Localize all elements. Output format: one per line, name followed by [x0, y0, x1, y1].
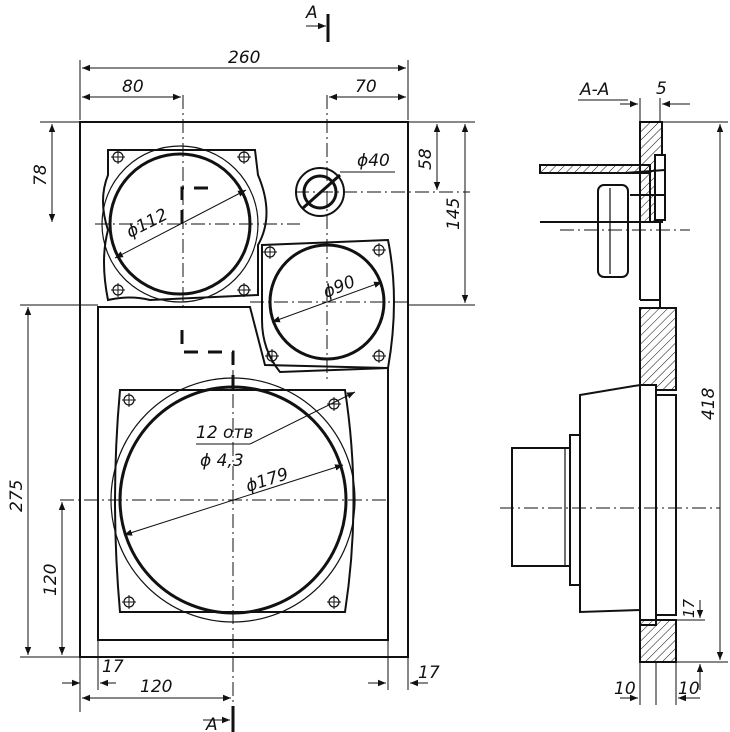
section-view: A-A 5	[500, 79, 728, 705]
holes-count: 12 отв	[196, 423, 253, 443]
dim-width: 260	[228, 48, 260, 68]
dim-woofer-height: 120	[41, 564, 61, 596]
port-tube-wall	[539, 164, 651, 174]
dim-top-hole-depth: 78	[31, 164, 51, 186]
dim-left-thickness: 10	[614, 679, 636, 699]
dim-small-hole-depth: 58	[416, 148, 436, 170]
dim-right-offset: 70	[355, 77, 377, 97]
mid-mount-plate	[102, 149, 268, 302]
woofer-mount-inner	[114, 389, 355, 613]
front-panel-outline	[79, 121, 409, 658]
section-title: A-A	[579, 80, 609, 100]
woofer-basket	[579, 383, 641, 614]
section-mark-bottom-label: A	[205, 715, 218, 732]
dim-left-offset: 80	[122, 77, 144, 97]
panel-bottom	[639, 619, 677, 663]
mid-driver-body	[597, 184, 629, 278]
section-mark-top: A	[305, 3, 330, 42]
section-path-upper	[180, 186, 208, 232]
section-mark-top-label: A	[305, 3, 318, 23]
section-mark-bottom: A	[203, 706, 235, 732]
mounting-holes	[111, 150, 386, 609]
dim-bottom-offset: 17	[680, 598, 698, 618]
small-mount-plate	[261, 238, 395, 374]
dia-woofer: ϕ179	[243, 464, 291, 497]
dim-margin-right: 17	[418, 663, 440, 683]
dim-total-height: 418	[699, 387, 719, 420]
dim-woofer-offset: 120	[140, 677, 172, 697]
woofer-magnet	[511, 447, 571, 567]
panel-middle	[639, 307, 677, 391]
holes-dia: ϕ 4,3	[200, 451, 244, 471]
front-view	[60, 95, 470, 705]
dim-right-thickness: 10	[678, 679, 700, 699]
dia-mid: ϕ112	[123, 205, 171, 243]
dim-upper-height: 145	[444, 198, 464, 230]
dim-panel-thickness: 5	[656, 79, 667, 99]
dim-margin-left: 17	[102, 657, 124, 677]
panel-lower	[639, 384, 657, 626]
dia-port: ϕ40	[357, 151, 390, 171]
dim-lower-height: 275	[7, 480, 27, 512]
section-path-lower	[180, 330, 235, 395]
